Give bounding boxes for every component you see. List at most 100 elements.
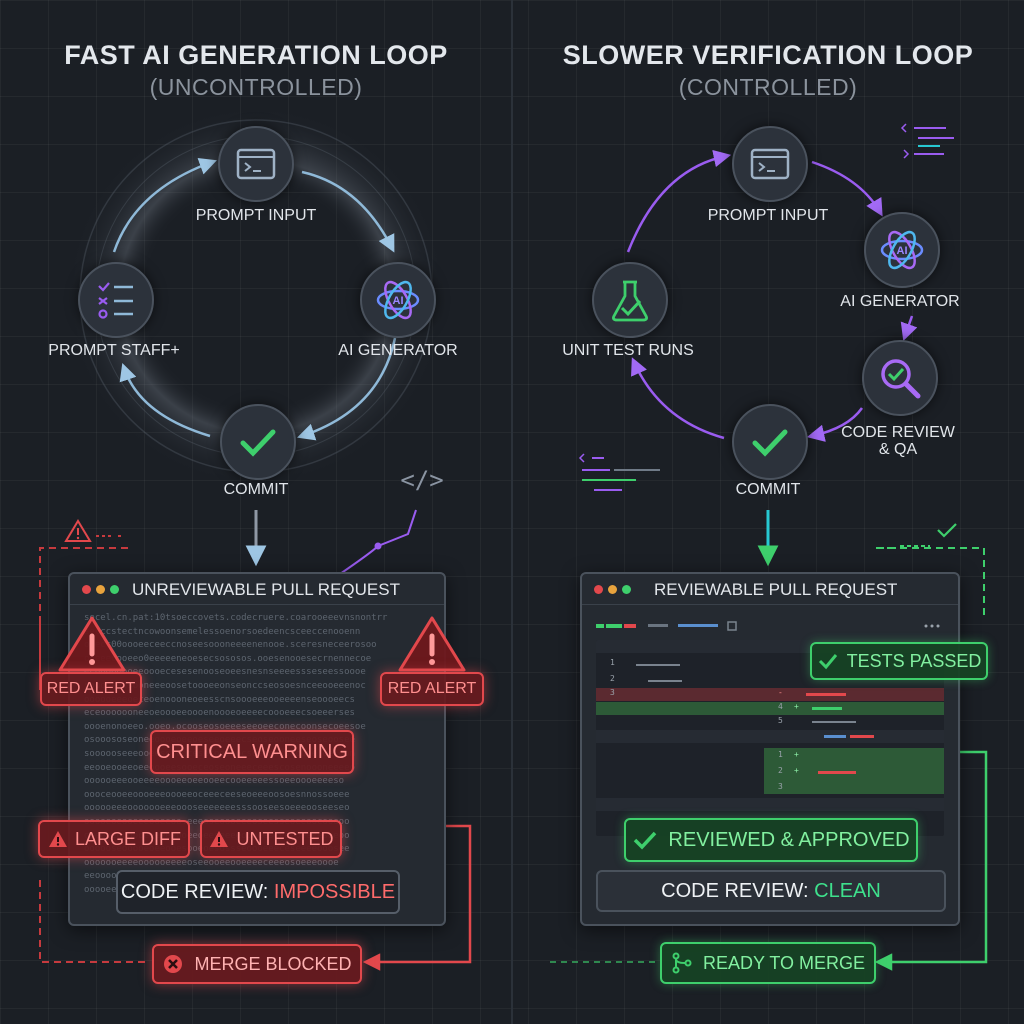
checklist-icon — [98, 282, 133, 319]
right-subtitle: (CONTROLLED) — [678, 74, 858, 100]
panel-title: UNREVIEWABLE PULL REQUEST — [132, 580, 400, 599]
reviewed-approved-label: REVIEWED & APPROVED — [668, 828, 910, 851]
check-icon-decor — [880, 523, 957, 549]
arrow-ai-to-commit — [297, 337, 397, 441]
panel-title: REVIEWABLE PULL REQUEST — [654, 580, 898, 599]
green-dashed-frame — [876, 547, 985, 618]
window-maximize-dot[interactable] — [110, 585, 119, 594]
window-close-dot[interactable] — [594, 585, 603, 594]
r-ai-generator-label: AI GENERATOR — [840, 293, 960, 310]
right-title: SLOWER VERIFICATION LOOP — [562, 40, 974, 70]
r-commit-label: COMMIT — [735, 481, 801, 498]
red-dashed-frame-left — [39, 547, 128, 620]
code-review-label: CODE REVIEW — [841, 424, 955, 441]
merge-blocked-label: MERGE BLOCKED — [194, 953, 352, 974]
warning-small-icon — [48, 831, 67, 847]
r-prompt-input-label: PROMPT INPUT — [707, 207, 829, 224]
diff-row-added: 4 + — [596, 702, 944, 715]
check-icon — [818, 654, 837, 670]
code-review-prefix: CODE REVIEW: — [661, 879, 815, 902]
svg-text:AI: AI — [393, 295, 404, 307]
check-icon — [240, 429, 276, 457]
unit-tests-node[interactable] — [592, 262, 668, 338]
prompt-input-label: PROMPT INPUT — [195, 207, 317, 224]
prompt-input-node[interactable] — [218, 126, 294, 202]
ai-knot-icon: AI — [880, 230, 924, 270]
window-maximize-dot[interactable] — [622, 585, 631, 594]
ai-generator-label: AI GENERATOR — [338, 342, 458, 359]
check-icon — [634, 831, 657, 850]
arrow-r-tests-to-prompt — [626, 149, 732, 253]
large-diff-badge: LARGE DIFF — [38, 820, 190, 858]
green-connector-right — [874, 750, 988, 971]
red-alert-badge-left: RED ALERT — [40, 672, 142, 706]
code-snippet-decor-2 — [578, 453, 660, 491]
window-minimize-dot[interactable] — [608, 585, 617, 594]
git-merge-icon — [672, 952, 692, 974]
terminal-icon — [750, 148, 790, 180]
code-review-label-2: & QA — [878, 441, 918, 458]
alert-triangle-icon-right — [398, 616, 466, 672]
diff-row: 5 — [596, 716, 944, 729]
arrow-r-review-to-commit — [806, 407, 864, 442]
window-close-dot[interactable] — [82, 585, 91, 594]
diff-row-added: 1 + — [778, 750, 799, 759]
code-review-node[interactable] — [862, 340, 938, 416]
close-circle-icon — [164, 955, 183, 973]
code-review-status-box: CODE REVIEW: CLEAN — [596, 870, 946, 912]
warning-icon — [64, 519, 124, 542]
untested-badge: UNTESTED — [200, 820, 342, 858]
r-commit-node[interactable] — [732, 404, 808, 480]
commit-label: COMMIT — [223, 481, 289, 498]
arrow-r-prompt-to-ai — [811, 160, 883, 217]
diff-row: 2 — [596, 674, 944, 687]
ready-to-merge-label: READY TO MERGE — [702, 952, 866, 973]
diff-row: 1 — [596, 658, 944, 671]
ai-generator-node[interactable]: AI — [360, 262, 436, 338]
reviewable-pr-panel: REVIEWABLE PULL REQUEST 1 2 3 - 4 + — [580, 572, 988, 926]
unreviewable-pr-panel: UNREVIEWABLE PULL REQUEST secel.cn.pat:1… — [38, 572, 484, 926]
prompt-staff-label: PROMPT STAFF+ — [48, 342, 180, 359]
r-ai-generator-node[interactable]: AI — [864, 212, 940, 288]
ready-to-merge-badge: READY TO MERGE — [660, 942, 876, 984]
arrow-prompt-to-ai — [301, 170, 395, 253]
prompt-staff-node[interactable] — [78, 262, 154, 338]
commit-node[interactable] — [220, 404, 296, 480]
untested-label: UNTESTED — [236, 828, 334, 849]
arrow-staff-to-prompt — [112, 157, 217, 253]
arrow-commit-to-staff — [119, 363, 211, 438]
panel-header: REVIEWABLE PULL REQUEST — [582, 574, 958, 605]
red-alert-badge-right: RED ALERT — [380, 672, 484, 706]
tests-passed-label: TESTS PASSED — [846, 650, 982, 671]
window-minimize-dot[interactable] — [96, 585, 105, 594]
diff-row — [596, 798, 944, 811]
flask-icon — [612, 280, 648, 322]
red-dashed-bottom — [39, 880, 150, 963]
diff-row-added: 2 + — [596, 766, 944, 779]
left-subtitle: (UNCONTROLLED) — [149, 74, 363, 100]
terminal-icon — [236, 148, 276, 180]
left-title: FAST AI GENERATION LOOP — [64, 40, 448, 70]
svg-text:AI: AI — [897, 245, 908, 257]
critical-warning-badge: CRITICAL WARNING — [150, 730, 354, 774]
code-snippet-decor — [900, 123, 954, 159]
diff-row-removed: 3 - — [596, 688, 944, 701]
code-review-status-box: CODE REVIEW: IMPOSSIBLE — [116, 870, 400, 914]
r-prompt-input-node[interactable] — [732, 126, 808, 202]
purple-connector — [339, 509, 417, 575]
diff-row — [596, 730, 944, 743]
large-diff-label: LARGE DIFF — [74, 828, 181, 849]
arrow-r-ai-to-review — [900, 315, 918, 341]
panel-header: UNREVIEWABLE PULL REQUEST — [70, 574, 444, 605]
alert-triangle-icon-left — [58, 616, 126, 672]
magnifier-check-icon — [881, 359, 921, 399]
arrow-r-commit-to-tests — [631, 357, 725, 440]
unit-tests-label: UNIT TEST RUNS — [562, 342, 694, 359]
reviewed-approved-badge: REVIEWED & APPROVED — [624, 818, 918, 862]
check-icon — [752, 429, 788, 457]
code-review-status: CLEAN — [814, 879, 881, 902]
ai-knot-icon: AI — [376, 280, 420, 320]
merge-blocked-badge: MERGE BLOCKED — [152, 944, 362, 984]
diff-row: 3 — [778, 782, 783, 791]
